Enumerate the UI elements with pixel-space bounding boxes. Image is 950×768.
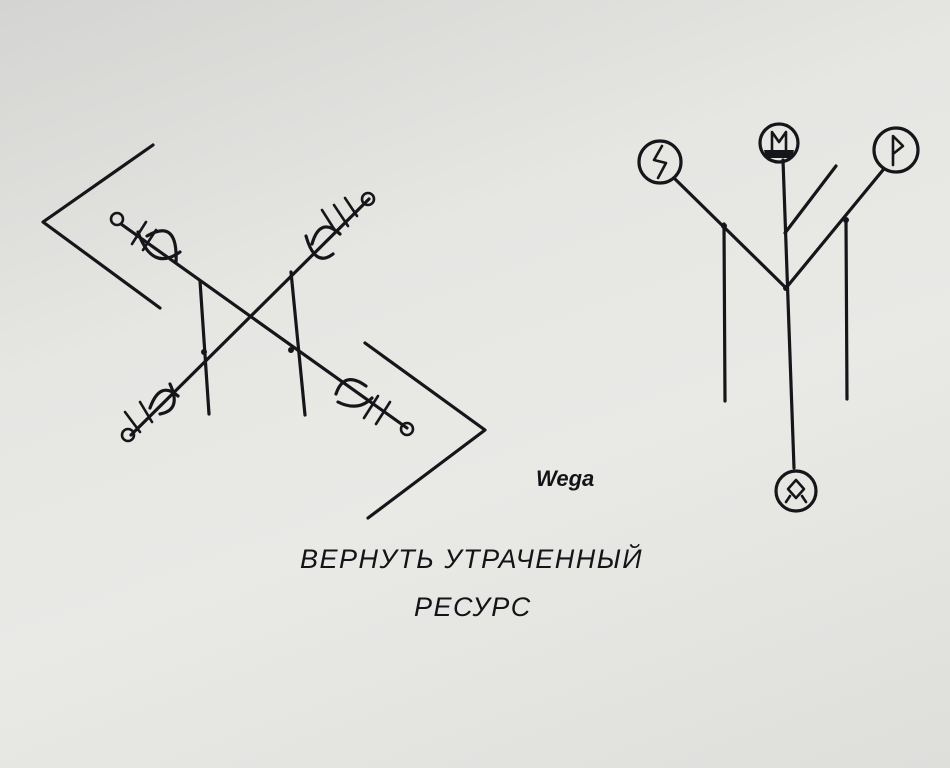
vertical-stave-right [289,270,307,417]
vertical-stave-left [198,279,211,416]
ehwaz-rune-icon [758,122,800,164]
sowilo-rune-icon [637,139,683,185]
lower-right-bracket [363,341,487,520]
anchor-rune-bottom-left [120,382,180,443]
main-diagonal-up [129,197,371,437]
vertical-right [844,218,849,401]
left-stave-figure [41,143,487,520]
main-diagonal-down [119,222,409,430]
right-stave-figure [637,122,920,513]
short-branch [783,164,838,235]
junction-dot [721,223,727,229]
artist-signature: Wega [536,466,595,491]
junction-dot [201,349,207,355]
branch-right [784,168,885,290]
junction-dot [843,217,849,223]
anchor-rune-top-left [109,211,182,264]
anchor-rune-bottom-right [334,378,415,437]
anchor-rune-top-right [304,191,376,260]
branch-left [672,176,788,290]
caption-line-2: РЕСУРС [414,592,532,622]
junction-dot [288,347,294,353]
othala-rune-icon [774,469,818,513]
wunjo-rune-icon [872,126,920,174]
upper-left-bracket [41,143,162,310]
vertical-left [722,222,727,403]
central-trunk [781,158,796,470]
junction-dot [783,285,789,291]
caption-line-1: ВЕРНУТЬ УТРАЧЕННЫЙ [300,544,644,574]
